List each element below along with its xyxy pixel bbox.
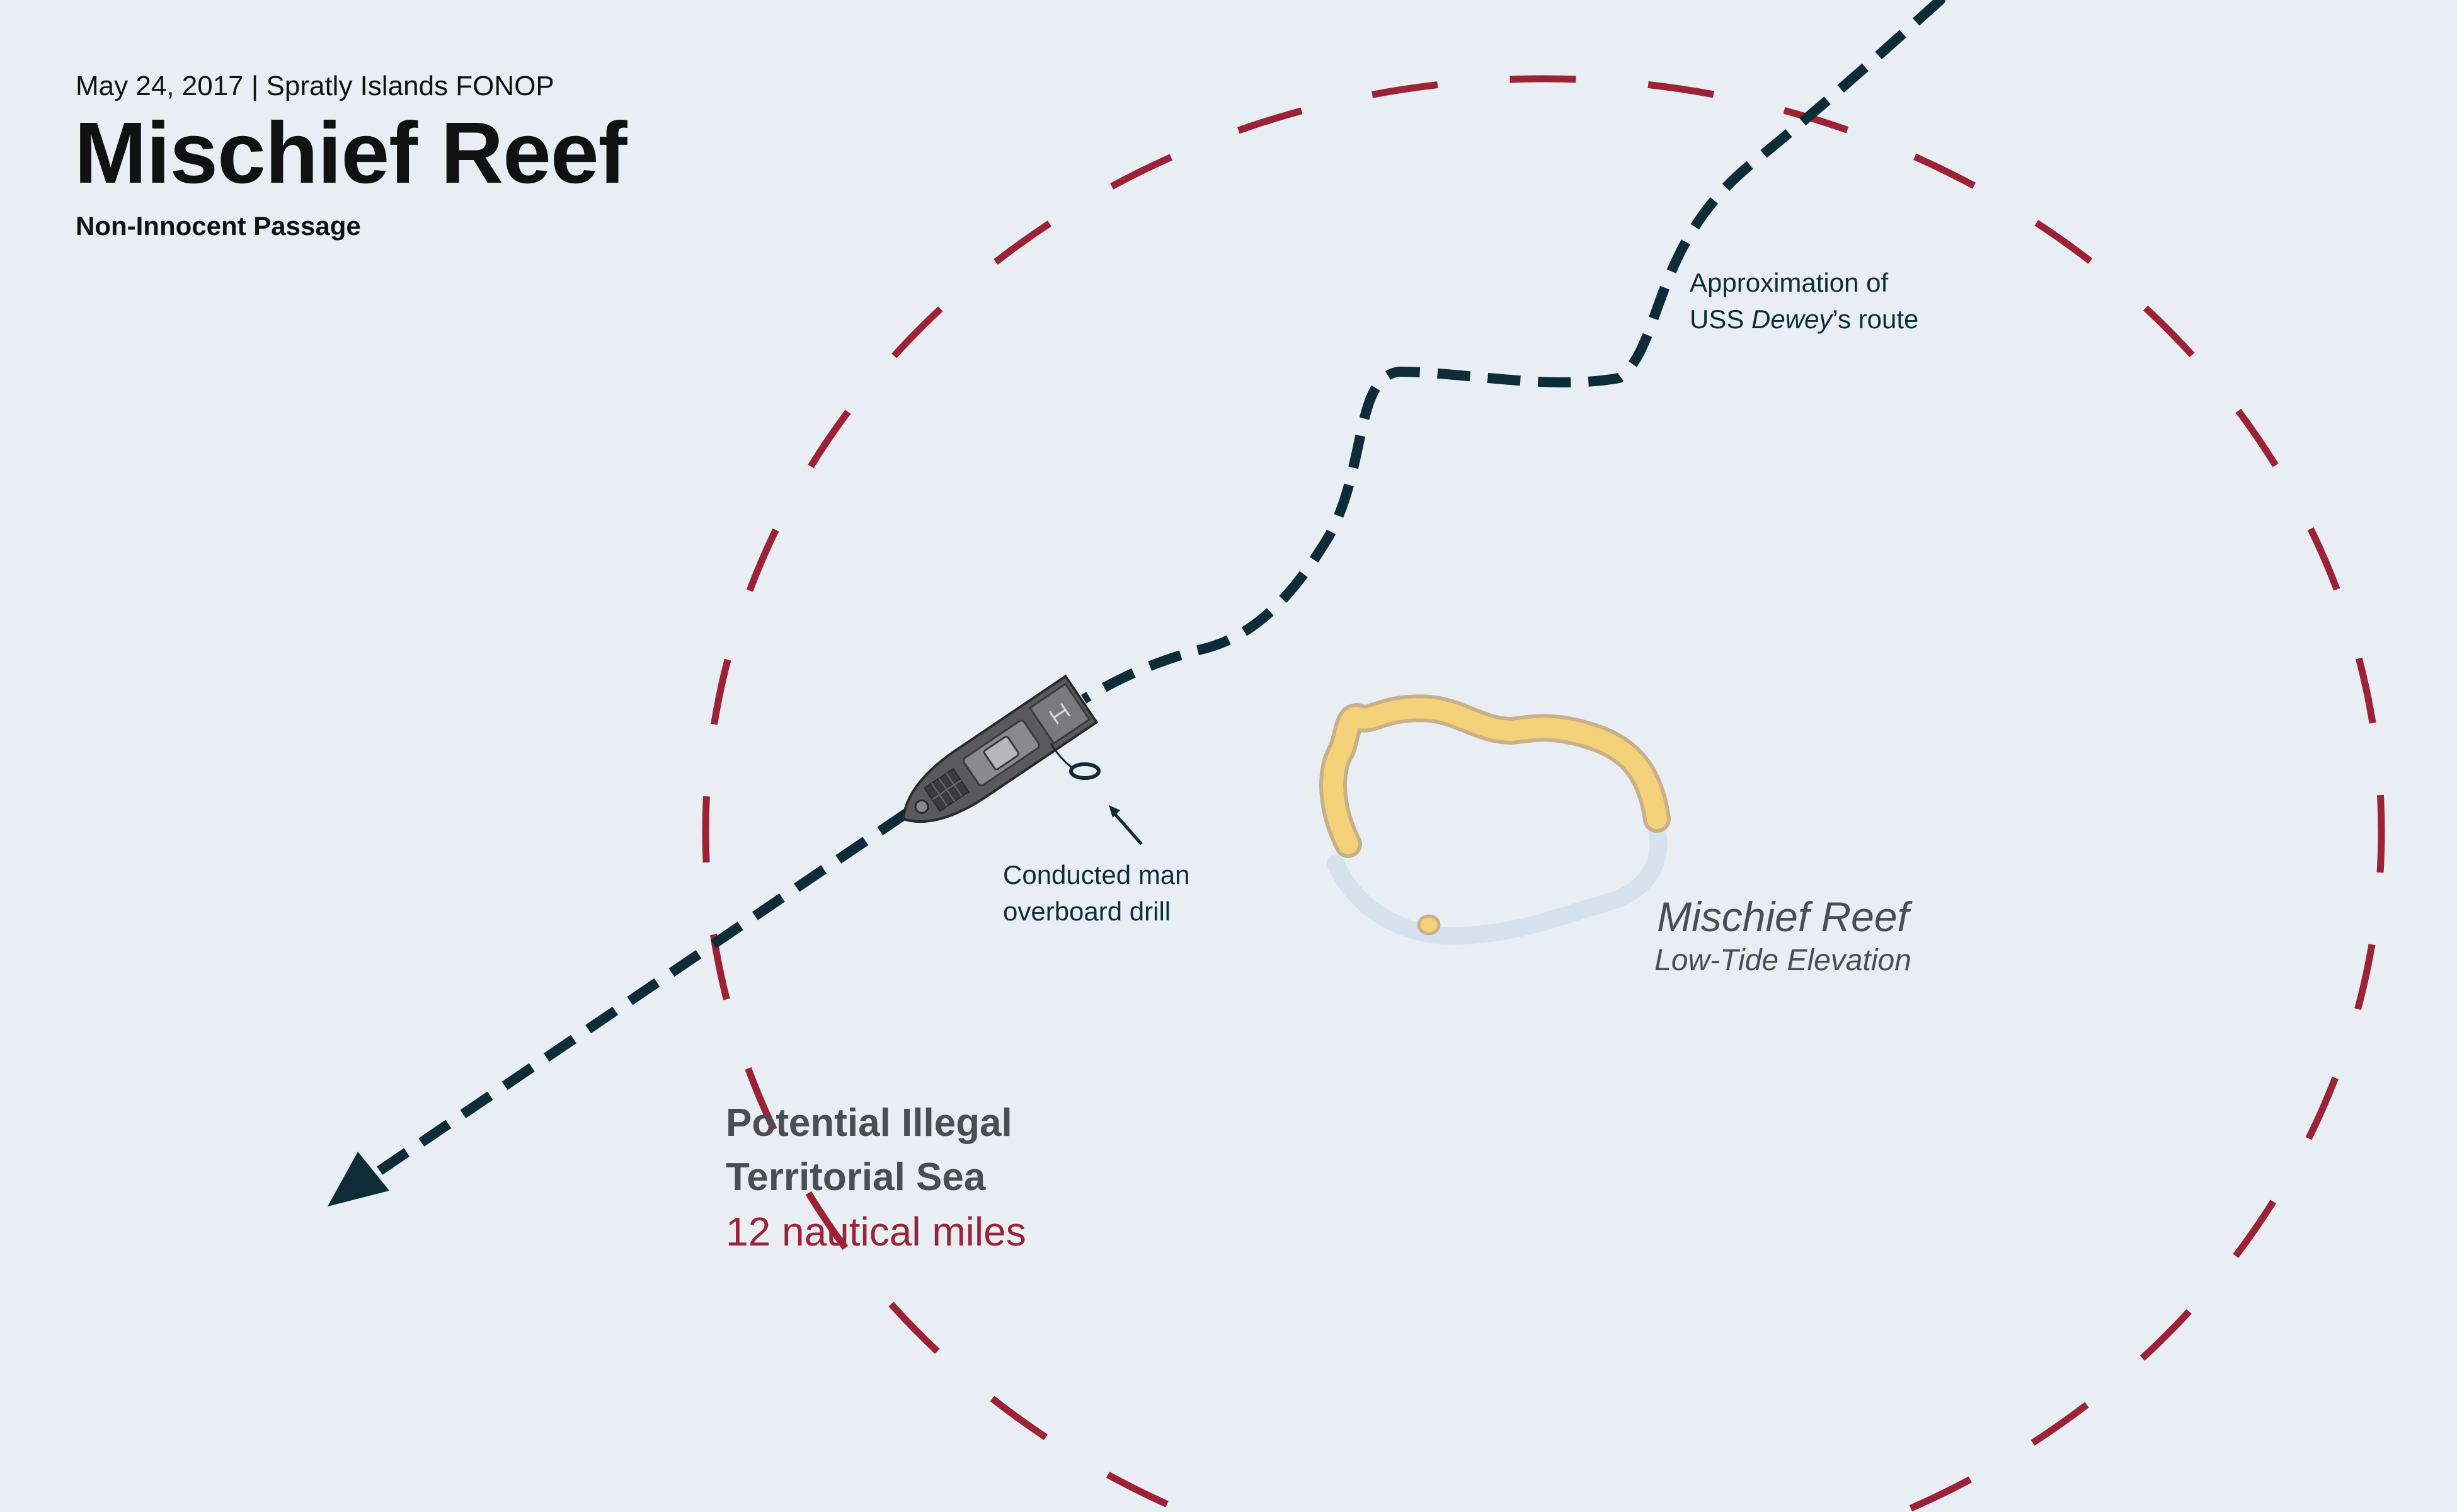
route-label-line1: Approximation of (1690, 268, 1889, 297)
territorial-sea-distance: 12 nautical miles (726, 1209, 1026, 1254)
life-ring-icon (1069, 762, 1101, 780)
route-annotation: Approximation of USS Dewey’s route (1690, 265, 1918, 338)
helipad-marking (1048, 702, 1071, 724)
territorial-sea-line1: Potential Illegal (726, 1101, 1012, 1145)
drill-label-line1: Conducted man (1003, 860, 1190, 890)
ship-bridge (983, 735, 1020, 770)
route-label-suffix: ’s route (1832, 304, 1919, 334)
territorial-sea-line2: Territorial Sea (726, 1155, 986, 1199)
drill-label-line2: overboard drill (1003, 896, 1171, 926)
ship-icon (902, 674, 1099, 823)
reef-type: Low-Tide Elevation (1654, 944, 1911, 977)
reef-name: Mischief Reef (1657, 893, 1909, 940)
page-title: Mischief Reef (74, 105, 627, 202)
drill-tether (1050, 743, 1075, 770)
reef-small-islet (1417, 914, 1441, 936)
reef-lagoon-rim (1327, 823, 1668, 945)
reef-label: Mischief Reef Low-Tide Elevation (1638, 891, 1928, 980)
drill-callout-arrowhead (1109, 805, 1120, 818)
drill-callout-line (1113, 811, 1143, 845)
reef-sand-fill (1323, 698, 1667, 854)
territorial-sea-label: Potential Illegal Territorial Sea 12 nau… (726, 1096, 1026, 1259)
page-subtitle: Non-Innocent Passage (76, 211, 361, 241)
ship-route (1080, 0, 1944, 704)
route-ship-name: Dewey (1751, 304, 1833, 334)
territorial-sea-boundary (702, 75, 2385, 1512)
route-label-prefix: USS (1690, 304, 1752, 334)
drill-annotation: Conducted man overboard drill (1003, 857, 1190, 930)
ship-route-exit (375, 808, 910, 1176)
ship-gun (914, 799, 929, 814)
ship-cell-grid (931, 773, 963, 807)
dateline: May 24, 2017 | Spratly Islands FONOP (76, 71, 554, 101)
route-arrowhead (328, 1152, 389, 1206)
